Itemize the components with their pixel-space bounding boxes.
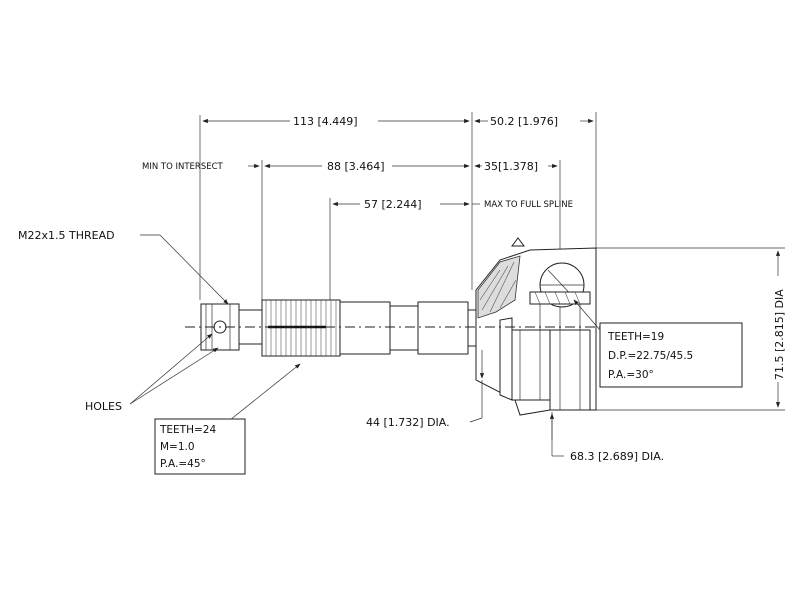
thread-callout: M22x1.5 THREAD [18,229,229,305]
outer-teeth: TEETH=24 [159,424,216,436]
shaft [200,299,477,357]
dim-intersect: MIN TO INTERSECT 88 [3.464] [142,160,470,173]
dim-spline-stub: 35[1.378] [474,160,558,173]
min-to-intersect-label: MIN TO INTERSECT [142,162,224,172]
inner-teeth: TEETH=19 [607,331,664,343]
dim-shaft-dia: 44 [1.732] DIA. [366,350,485,429]
inner-spline-box [599,322,743,388]
dim-outer-dia: 71.5 [2.815] DIA [773,250,786,408]
thread-label: M22x1.5 THREAD [18,229,115,242]
inner-pitch-dia: D.P.=22.75/45.5 [608,350,693,362]
joint-length-label: 50.2 [1.976] [490,115,558,128]
outer-spline-box [154,418,246,475]
intersect-length-label: 88 [3.464] [327,160,385,173]
max-to-full-spline-label: MAX TO FULL SPLINE [484,200,573,210]
outer-spline-spec: TEETH=24 M=1.0 P.A.=45° [154,363,301,475]
dim-overall: 113 [4.449] [202,115,470,128]
dim-spline: 57 [2.244] MAX TO FULL SPLINE [332,198,573,211]
extension-lines [199,112,785,411]
spline-stub-label: 35[1.378] [484,160,538,173]
outer-dia-label: 71.5 [2.815] DIA [773,289,786,380]
holes-label: HOLES [85,400,122,413]
inner-spline-spec: TEETH=19 D.P.=22.75/45.5 P.A.=30° [573,299,743,388]
overall-length-label: 113 [4.449] [293,115,358,128]
outer-pressure-angle: P.A.=45° [160,458,206,470]
dim-housing-dia: 68.3 [2.689] DIA. [549,412,664,463]
dim-joint: 50.2 [1.976] [474,115,594,128]
outer-module: M=1.0 [160,441,195,453]
shaft-dia-label: 44 [1.732] DIA. [366,416,450,429]
housing-dia-label: 68.3 [2.689] DIA. [570,450,664,463]
spline-length-label: 57 [2.244] [364,198,422,211]
holes-callout: HOLES [85,333,219,413]
joint-housing [475,237,597,416]
inner-pressure-angle: P.A.=30° [608,369,654,381]
